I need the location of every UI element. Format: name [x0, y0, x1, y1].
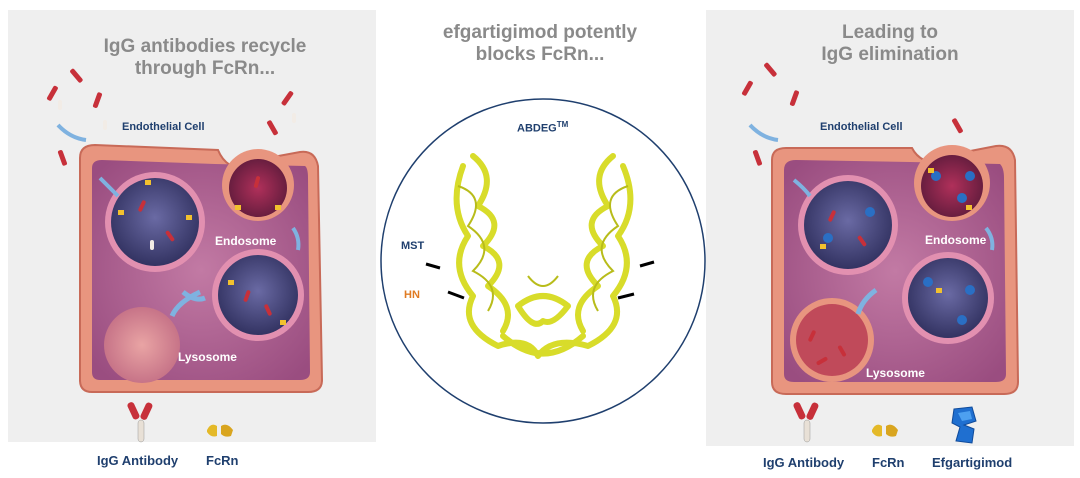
center-title-line1: efgartigimod potently	[442, 22, 638, 43]
hn-label: HN	[404, 289, 420, 301]
left-legend-antibody-icon	[127, 402, 153, 443]
left-endosome-label: Endosome	[215, 234, 277, 248]
left-title-line1: IgG antibodies recycle	[103, 36, 307, 57]
right-endosome-label: Endosome	[925, 233, 987, 247]
right-legend-fcrn-label: FcRn	[872, 455, 905, 470]
right-legend-efgartigimod-icon	[951, 406, 977, 444]
right-legend-igg-label: IgG Antibody	[763, 455, 845, 470]
left-title-line2: through FcRn...	[134, 58, 276, 79]
left-endothelial-label: Endothelial Cell	[122, 121, 205, 133]
abdeg-label: ABDEGTM	[517, 120, 568, 135]
mst-label: MST	[401, 240, 425, 252]
left-legend-fcrn-icon	[207, 424, 233, 437]
right-lysosome-label: Lysosome	[866, 366, 925, 380]
right-title-line1: Leading to	[841, 22, 939, 43]
left-legend-fcrn-label: FcRn	[206, 453, 239, 468]
right-panel-title: Leading to IgG elimination	[760, 22, 1020, 66]
right-legend-efgartigimod-label: Efgartigimod	[932, 455, 1013, 470]
right-legend-antibody-icon	[793, 402, 819, 443]
left-panel-title: IgG antibodies recycle through FcRn...	[60, 36, 350, 80]
center-title-line2: blocks FcRn...	[475, 44, 605, 65]
abdeg-tm: TM	[556, 120, 569, 129]
right-endothelial-label: Endothelial Cell	[820, 121, 903, 133]
abdeg-structure-circle	[380, 98, 706, 424]
left-lysosome-label: Lysosome	[178, 350, 237, 364]
center-panel-title: efgartigimod potently blocks FcRn...	[400, 22, 680, 66]
right-legend-fcrn-icon	[872, 424, 898, 437]
right-title-line2: IgG elimination	[821, 44, 959, 65]
left-cell-illustration	[47, 68, 324, 393]
abdeg-text: ABDEG	[517, 122, 557, 135]
left-legend-igg-label: IgG Antibody	[97, 453, 179, 468]
right-cell-illustration	[742, 62, 1020, 395]
